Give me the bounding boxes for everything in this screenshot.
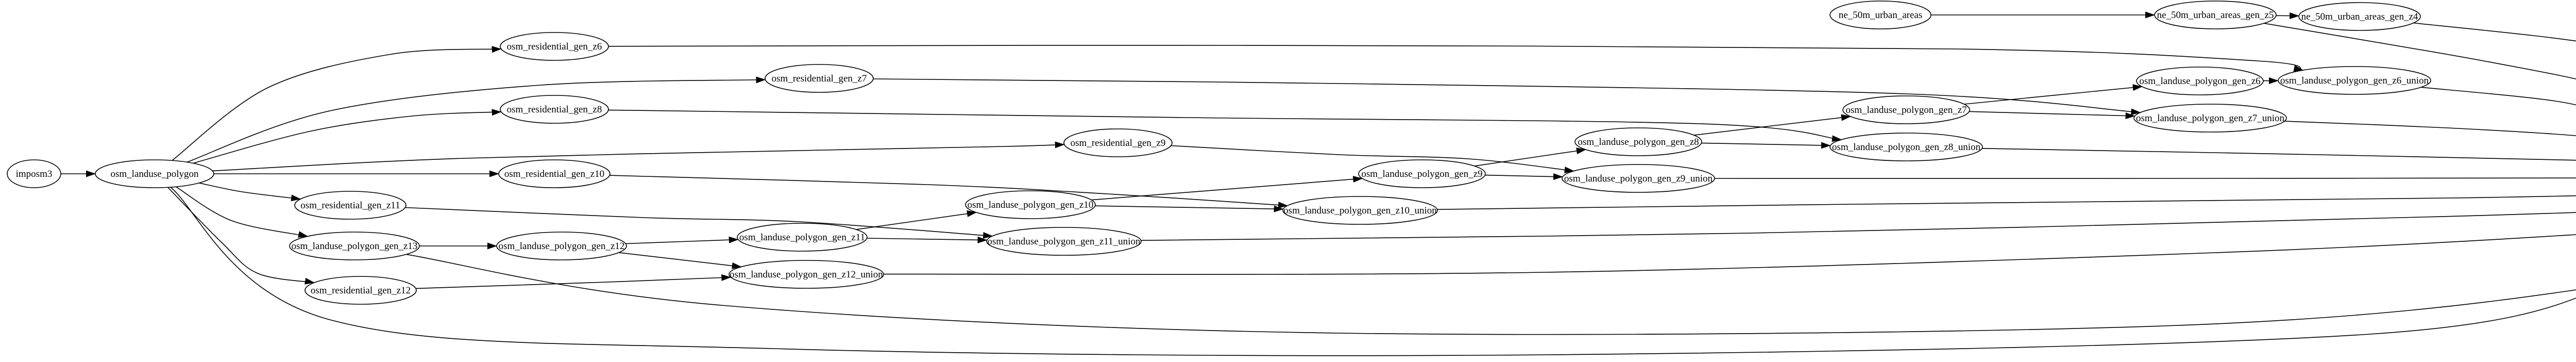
node-label-ne_50m_urban_areas: ne_50m_urban_areas	[1839, 10, 1923, 21]
node-label-osm_landuse_polygon_gen_z8: osm_landuse_polygon_gen_z8	[1578, 137, 1699, 147]
node-label-osm_residential_gen_z6: osm_residential_gen_z6	[507, 41, 602, 52]
node-label-imposm3: imposm3	[16, 169, 53, 179]
node-label-osm_landuse_polygon_gen_z6: osm_landuse_polygon_gen_z6	[2139, 76, 2260, 87]
node-label-osm_landuse_polygon_gen_z12: osm_landuse_polygon_gen_z12	[499, 241, 625, 252]
edge-ne_50m_urban_areas_gen_z4-to-layer_landuse-z4	[2413, 22, 2576, 42]
node-label-osm_landuse_polygon_gen_z6_union: osm_landuse_polygon_gen_z6_union	[2280, 75, 2429, 86]
edge-osm_landuse_polygon_gen_z12-to-osm_landuse_polygon_gen_z11	[625, 236, 739, 244]
edge-osm_landuse_polygon_gen_z11-to-osm_landuse_polygon_gen_z11_union	[867, 236, 988, 243]
node-ne_50m_urban_areas_gen_z4: ne_50m_urban_areas_gen_z4	[2298, 2, 2421, 31]
node-label-osm_landuse_polygon_gen_z11_union: osm_landuse_polygon_gen_z11_union	[988, 236, 1141, 247]
edge-osm_landuse_polygon_gen_z8_union-to-layer_landuse-z8	[1982, 148, 2576, 161]
node-label-ne_50m_urban_areas_gen_z5: ne_50m_urban_areas_gen_z5	[2157, 10, 2274, 21]
node-osm_landuse_polygon_gen_z7: osm_landuse_polygon_gen_z7	[1842, 95, 1970, 124]
edge-osm_landuse_polygon_gen_z10-to-osm_landuse_polygon_gen_z9	[1091, 176, 1363, 201]
edge-osm_landuse_polygon_gen_z12-to-osm_landuse_polygon_gen_z12_union	[618, 252, 742, 269]
edge-osm_residential_gen_z6-to-osm_landuse_polygon_gen_z6_union	[608, 45, 2304, 72]
edge-osm_landuse_polygon_gen_z10-to-osm_landuse_polygon_gen_z10_union	[1095, 205, 1284, 212]
node-osm_residential_gen_z8: osm_residential_gen_z8	[500, 95, 609, 124]
edge-osm_landuse_polygon-to-osm_residential_gen_z9	[212, 141, 1065, 172]
edge-osm_landuse_polygon-to-osm_residential_gen_z11	[199, 183, 301, 202]
edge-osm_landuse_polygon_gen_z9-to-osm_landuse_polygon_gen_z9_union	[1485, 173, 1563, 180]
edge-osm_landuse_polygon_gen_z7-to-osm_landuse_polygon_gen_z6	[1964, 84, 2143, 105]
edge-osm_landuse_polygon_gen_z7-to-osm_landuse_polygon_gen_z7_union	[1969, 111, 2136, 120]
edge-osm_landuse_polygon-to-osm_residential_gen_z7	[187, 76, 766, 163]
node-osm_landuse_polygon_gen_z12: osm_landuse_polygon_gen_z12	[496, 232, 627, 260]
node-label-osm_landuse_polygon_gen_z9_union: osm_landuse_polygon_gen_z9_union	[1564, 173, 1713, 184]
node-osm_landuse_polygon_gen_z6: osm_landuse_polygon_gen_z6	[2136, 67, 2264, 95]
edge-osm_landuse_polygon_gen_z8-to-osm_landuse_polygon_gen_z7	[1694, 114, 1851, 136]
edge-osm_landuse_polygon_gen_z11-to-osm_landuse_polygon_gen_z10	[856, 210, 977, 230]
edge-osm_landuse_polygon_gen_z8-to-osm_landuse_polygon_gen_z8_union	[1701, 142, 1831, 149]
node-label-osm_residential_gen_z9: osm_residential_gen_z9	[1071, 138, 1166, 149]
node-label-osm_landuse_polygon_gen_z10_union: osm_landuse_polygon_gen_z10_union	[1283, 205, 1437, 216]
nodes-layer: imposm3 osm_landuse_polygon osm_residentia…	[7, 1, 2431, 305]
node-osm_residential_gen_z6: osm_residential_gen_z6	[500, 32, 609, 61]
edge-osm_residential_gen_z11-to-osm_landuse_polygon_gen_z11_union	[405, 207, 993, 239]
node-osm_landuse_polygon_gen_z11_union: osm_landuse_polygon_gen_z11_union	[986, 227, 1142, 256]
node-osm_landuse_polygon_gen_z10: osm_landuse_polygon_gen_z10	[965, 190, 1096, 219]
node-label-osm_residential_gen_z8: osm_residential_gen_z8	[507, 104, 602, 115]
node-label-osm_residential_gen_z10: osm_residential_gen_z10	[504, 169, 604, 179]
node-osm_landuse_polygon_gen_z12_union: osm_landuse_polygon_gen_z12_union	[728, 260, 884, 289]
node-label-osm_residential_gen_z11: osm_residential_gen_z11	[300, 200, 400, 211]
node-label-osm_landuse_polygon_gen_z9: osm_landuse_polygon_gen_z9	[1361, 169, 1482, 179]
node-label-osm_landuse_polygon_gen_z12_union: osm_landuse_polygon_gen_z12_union	[730, 269, 883, 280]
edges-layer	[60, 11, 2576, 356]
edge-osm_landuse_polygon-to-osm_residential_gen_z6	[172, 46, 502, 161]
node-osm_residential_gen_z12: osm_residential_gen_z12	[304, 276, 417, 305]
edge-osm_landuse_polygon_gen_z9-to-osm_landuse_polygon_gen_z8	[1474, 147, 1586, 167]
node-osm_landuse_polygon_gen_z7_union: osm_landuse_polygon_gen_z7_union	[2133, 104, 2287, 133]
node-label-osm_landuse_polygon_gen_z7: osm_landuse_polygon_gen_z7	[1845, 105, 1967, 116]
node-osm_landuse_polygon_gen_z10_union: osm_landuse_polygon_gen_z10_union	[1282, 196, 1438, 225]
edge-osm_landuse_polygon_gen_z12_union-to-layer_landuse-z12	[883, 234, 2576, 275]
edge-osm_landuse_polygon_gen_z13-to-layer_landuse-z13	[406, 254, 2576, 335]
node-ne_50m_urban_areas_gen_z5: ne_50m_urban_areas_gen_z5	[2154, 1, 2277, 29]
edge-osm_landuse_polygon_gen_z6_union-to-layer_landuse-z6	[2420, 87, 2576, 106]
edge-osm_landuse_polygon-to-osm_residential_gen_z12	[167, 187, 315, 285]
edge-osm_landuse_polygon-to-osm_landuse_polygon_gen_z13	[176, 186, 309, 238]
node-osm_landuse_polygon_gen_z8_union: osm_landuse_polygon_gen_z8_union	[1829, 133, 1983, 161]
node-label-osm_landuse_polygon_gen_z10: osm_landuse_polygon_gen_z10	[968, 200, 1094, 210]
edge-osm_residential_gen_z7-to-osm_landuse_polygon_gen_z7_union	[873, 78, 2141, 116]
edge-osm_residential_gen_z8-to-osm_landuse_polygon_gen_z8_union	[608, 109, 1842, 142]
node-osm_residential_gen_z10: osm_residential_gen_z10	[498, 159, 611, 188]
node-osm_landuse_polygon_gen_z8: osm_landuse_polygon_gen_z8	[1574, 127, 1702, 156]
node-osm_landuse_polygon_gen_z9_union: osm_landuse_polygon_gen_z9_union	[1562, 164, 1715, 193]
edge-osm_landuse_polygon_gen_z7_union-to-layer_landuse-z7	[2284, 121, 2576, 136]
node-osm_landuse_polygon: osm_landuse_polygon	[95, 159, 214, 188]
edge-osm_landuse_polygon-to-osm_residential_gen_z8	[193, 109, 502, 164]
node-osm_residential_gen_z11: osm_residential_gen_z11	[294, 191, 406, 220]
node-label-ne_50m_urban_areas_gen_z4: ne_50m_urban_areas_gen_z4	[2301, 11, 2418, 22]
node-label-osm_landuse_polygon: osm_landuse_polygon	[111, 169, 199, 179]
node-label-osm_landuse_polygon_gen_z7_union: osm_landuse_polygon_gen_z7_union	[2136, 113, 2285, 124]
edge-ne_50m_urban_areas_gen_z5-to-layer_landuse-z5	[2264, 23, 2576, 79]
node-label-osm_landuse_polygon_gen_z13: osm_landuse_polygon_gen_z13	[292, 241, 418, 252]
edge-osm_residential_gen_z9-to-osm_landuse_polygon_gen_z9_union	[1171, 145, 1574, 174]
node-ne_50m_urban_areas: ne_50m_urban_areas	[1829, 1, 1931, 29]
node-osm_landuse_polygon_gen_z6_union: osm_landuse_polygon_gen_z6_union	[2278, 66, 2431, 95]
node-osm_landuse_polygon_gen_z9: osm_landuse_polygon_gen_z9	[1358, 159, 1486, 188]
edge-osm_landuse_polygon-to-layer_landuse-z14plus	[170, 187, 2576, 356]
edge-osm_residential_gen_z12-to-osm_landuse_polygon_gen_z12_union	[416, 274, 732, 289]
node-osm_landuse_polygon_gen_z13: osm_landuse_polygon_gen_z13	[289, 232, 420, 260]
edge-osm_landuse_polygon_gen_z10_union-to-layer_landuse-z10	[1437, 195, 2576, 210]
node-label-osm_residential_gen_z12: osm_residential_gen_z12	[311, 285, 411, 296]
edge-osm_residential_gen_z10-to-osm_landuse_polygon_gen_z10_union	[609, 175, 1288, 209]
node-label-osm_residential_gen_z7: osm_residential_gen_z7	[772, 73, 867, 84]
edge-osm_landuse_polygon_gen_z11_union-to-layer_landuse-z11	[1141, 212, 2576, 241]
node-osm_residential_gen_z9: osm_residential_gen_z9	[1063, 128, 1173, 157]
node-label-osm_landuse_polygon_gen_z11: osm_landuse_polygon_gen_z11	[739, 232, 865, 243]
node-osm_residential_gen_z7: osm_residential_gen_z7	[765, 64, 874, 93]
node-label-osm_landuse_polygon_gen_z8_union: osm_landuse_polygon_gen_z8_union	[1832, 142, 1981, 153]
node-imposm3: imposm3	[7, 159, 61, 188]
node-osm_landuse_polygon_gen_z11: osm_landuse_polygon_gen_z11	[737, 223, 868, 252]
